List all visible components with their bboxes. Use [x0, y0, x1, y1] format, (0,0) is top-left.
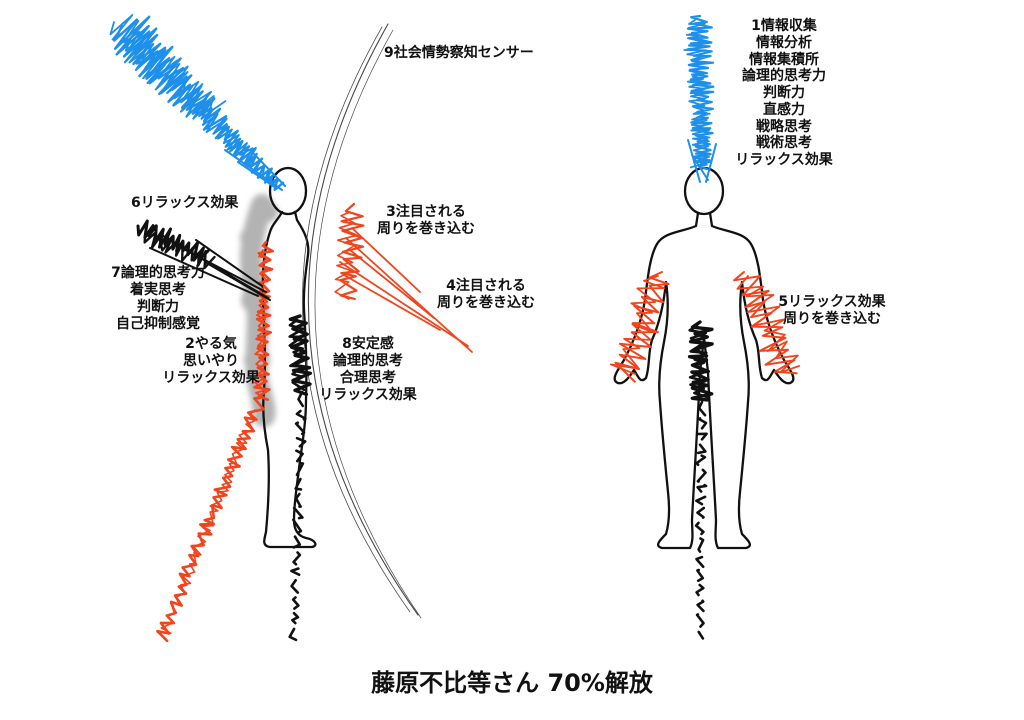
label-7-logic: 7論理的思考力 着実思考 判断力 自己抑制感覚 [111, 265, 205, 333]
label-line: 6リラックス効果 [131, 195, 239, 211]
side-red-back-energy [156, 240, 274, 643]
red-scribble-right-arm [736, 275, 801, 374]
label-line: 情報分析 [756, 34, 812, 51]
side-red-fan-energy [334, 202, 473, 353]
black-scribble [288, 314, 312, 396]
side-black-arm-energy [136, 219, 271, 301]
sensor-arc-line [314, 29, 422, 619]
social-sensor-arc [302, 23, 422, 619]
label-3-attention: 3注目される 周りを巻き込む [377, 204, 475, 238]
red-scribble [160, 409, 256, 634]
black-scribble [288, 318, 306, 392]
blue-scribble [683, 19, 712, 169]
side-black-torso-energy [288, 314, 312, 643]
label-line: 論理的思考力 [742, 68, 826, 85]
label-line: 周りを巻き込む [437, 295, 535, 311]
black-scribble [688, 324, 710, 399]
label-line: 4注目される [446, 278, 526, 294]
blue-fan-lines [687, 139, 717, 183]
label-8-stability: 8安定感 論理的思考 合理思考 リラックス効果 [319, 336, 417, 404]
black-converging-lines [149, 233, 271, 301]
label-line: リラックス効果 [319, 387, 417, 403]
label-line: 周りを巻き込む [377, 221, 475, 237]
label-6-relax: 6リラックス効果 [131, 195, 238, 212]
sensor-arc-line [307, 23, 419, 616]
front-red-arm-energy [610, 271, 801, 383]
black-dashed-scribble [694, 400, 708, 640]
shading-blob [240, 226, 264, 250]
label-line: 情報集積所 [749, 51, 819, 68]
label-line: 判断力 [137, 299, 179, 315]
shading-blob [258, 202, 278, 222]
red-fan-lines [339, 227, 473, 353]
blue-scribble [113, 15, 285, 191]
label-line: リラックス効果 [735, 152, 833, 168]
label-5-relax: 5リラックス効果 周りを巻き込む [778, 294, 885, 328]
page-title: 藤原不比等さん 70%解放 [371, 669, 653, 697]
blue-scribble [109, 14, 227, 114]
label-line: 9社会情勢察知センサー [384, 45, 534, 61]
label-line: 論理的思考 [333, 353, 403, 369]
red-scribble [253, 240, 274, 401]
red-scribble-left-arm [614, 271, 670, 383]
label-line: 1情報収集 [751, 18, 817, 34]
label-line: 思いやり [183, 353, 239, 369]
label-line: 着実思考 [130, 282, 186, 298]
front-view-figure [610, 14, 801, 640]
red-scribble-left-arm [610, 275, 665, 376]
side-head-outline [268, 166, 308, 216]
blue-scribble [686, 14, 715, 171]
sensor-arc-line [302, 26, 411, 613]
label-line: 自己抑制感覚 [116, 316, 200, 332]
blue-fan-lines [224, 149, 286, 191]
label-line: 判断力 [763, 85, 805, 101]
black-scribble [136, 219, 210, 262]
front-blue-energy [683, 14, 717, 183]
label-4-attention: 4注目される 周りを巻き込む [437, 278, 535, 312]
side-view-figure [109, 14, 473, 643]
black-dashed-scribble [288, 390, 307, 643]
red-scribble [334, 211, 359, 300]
red-scribble [156, 396, 265, 643]
label-line: 直感力 [763, 101, 805, 118]
label-line: 戦略思考 [756, 118, 812, 135]
label-line: 5リラックス効果 [778, 294, 886, 310]
label-line: 2やる気 [185, 336, 237, 352]
label-line: 7論理的思考力 [111, 265, 205, 281]
label-line: リラックス効果 [162, 370, 260, 386]
label-line: 3注目される [386, 204, 466, 220]
red-scribble-right-arm [733, 271, 798, 375]
label-line: 周りを巻き込む [782, 311, 881, 327]
side-blue-energy [109, 14, 286, 191]
label-2-motivation: 2やる気 思いやり リラックス効果 [162, 336, 260, 387]
label-9-social-sensor: 9社会情勢察知センサー [384, 45, 534, 62]
red-scribble [254, 249, 269, 400]
label-line: 8安定感 [342, 336, 394, 352]
side-body-outline [261, 210, 317, 549]
label-line: 合理思考 [340, 370, 396, 386]
label-1-information: 1情報収集 情報分析 情報集積所 論理的思考力 判断力 直感力 戦略思考 戦術思… [735, 18, 833, 169]
label-line: 戦術思考 [756, 135, 812, 152]
front-black-energy [687, 320, 714, 640]
